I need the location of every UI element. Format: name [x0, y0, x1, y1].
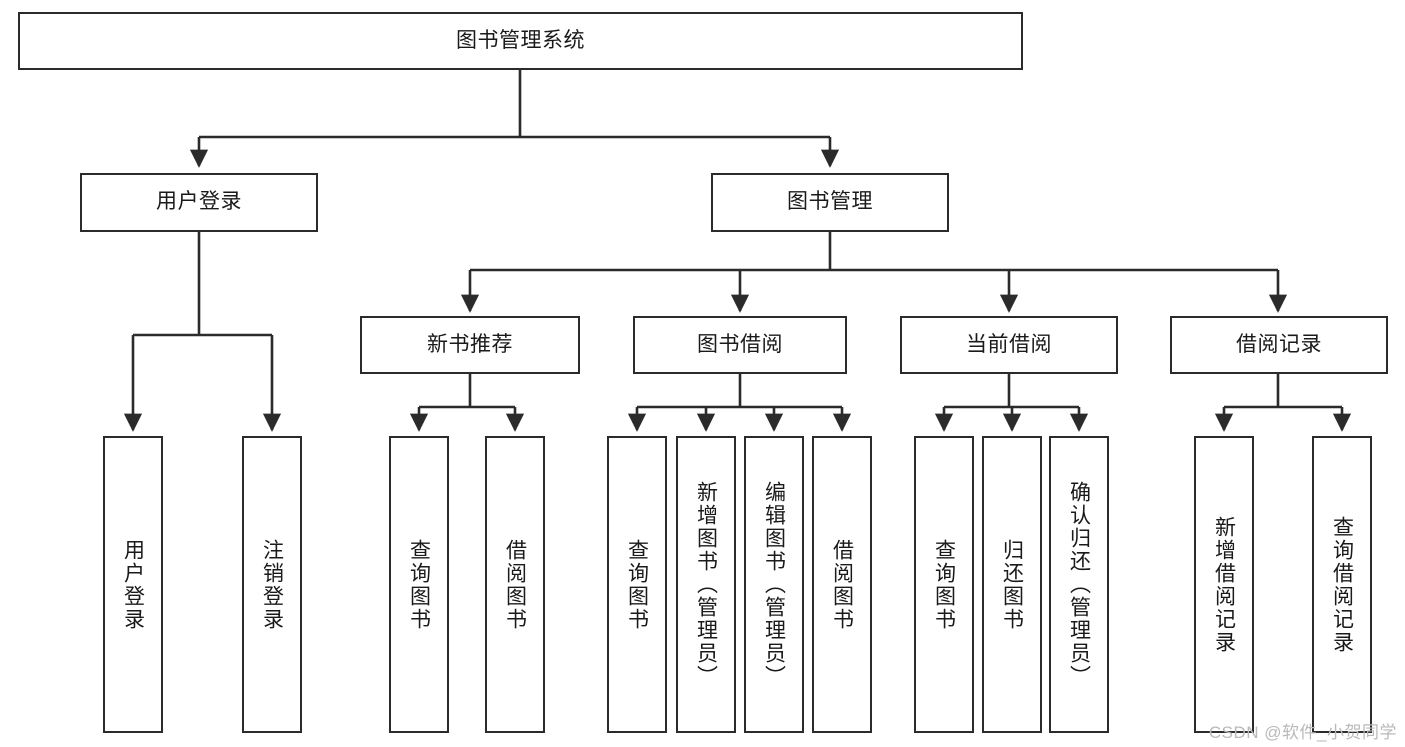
node-leaf-edit-book[interactable]: 编辑图书（管理员）: [744, 436, 804, 733]
node-borrow-record[interactable]: 借阅记录: [1170, 316, 1388, 374]
node-root-label: 图书管理系统: [456, 28, 585, 52]
node-root[interactable]: 图书管理系统: [18, 12, 1023, 70]
node-borrow-record-label: 借阅记录: [1236, 332, 1322, 356]
node-leaf-edit-book-label: 编辑图书（管理员）: [762, 481, 786, 688]
node-leaf-add-record-label: 新增借阅记录: [1212, 515, 1236, 654]
node-leaf-query-book-1[interactable]: 查询图书: [389, 436, 449, 733]
node-user-login[interactable]: 用户登录: [80, 173, 318, 232]
node-book-manage[interactable]: 图书管理: [711, 173, 949, 232]
csdn-watermark: CSDN @软件_小贺同学: [1208, 723, 1397, 742]
node-leaf-borrow-book-2[interactable]: 借阅图书: [812, 436, 872, 733]
node-leaf-logout-login[interactable]: 注销登录: [242, 436, 302, 733]
node-leaf-query-book-2[interactable]: 查询图书: [607, 436, 667, 733]
node-leaf-query-book-1-label: 查询图书: [407, 538, 431, 631]
node-leaf-add-book-label: 新增图书（管理员）: [694, 481, 718, 688]
node-leaf-borrow-book-1-label: 借阅图书: [503, 538, 527, 631]
node-leaf-borrow-book-2-label: 借阅图书: [830, 538, 854, 631]
node-leaf-logout-login-label: 注销登录: [260, 538, 284, 631]
node-book-manage-label: 图书管理: [787, 190, 873, 214]
node-leaf-user-login[interactable]: 用户登录: [103, 436, 163, 733]
node-current-borrow-label: 当前借阅: [966, 332, 1052, 356]
node-leaf-confirm-return[interactable]: 确认归还（管理员）: [1049, 436, 1109, 733]
node-user-login-label: 用户登录: [156, 190, 242, 214]
node-leaf-query-record[interactable]: 查询借阅记录: [1312, 436, 1372, 733]
node-new-book-recommend-label: 新书推荐: [427, 332, 513, 356]
node-leaf-query-book-3[interactable]: 查询图书: [914, 436, 974, 733]
node-leaf-query-book-2-label: 查询图书: [625, 538, 649, 631]
node-leaf-add-book[interactable]: 新增图书（管理员）: [676, 436, 736, 733]
node-leaf-return-book[interactable]: 归还图书: [982, 436, 1042, 733]
node-leaf-return-book-label: 归还图书: [1000, 538, 1024, 631]
node-leaf-confirm-return-label: 确认归还（管理员）: [1067, 481, 1091, 688]
node-book-borrow-label: 图书借阅: [697, 332, 783, 356]
node-leaf-user-login-label: 用户登录: [121, 538, 145, 631]
node-leaf-add-record[interactable]: 新增借阅记录: [1194, 436, 1254, 733]
node-new-book-recommend[interactable]: 新书推荐: [360, 316, 580, 374]
node-leaf-query-book-3-label: 查询图书: [932, 538, 956, 631]
node-current-borrow[interactable]: 当前借阅: [900, 316, 1118, 374]
node-book-borrow[interactable]: 图书借阅: [633, 316, 847, 374]
node-leaf-query-record-label: 查询借阅记录: [1330, 515, 1354, 654]
node-leaf-borrow-book-1[interactable]: 借阅图书: [485, 436, 545, 733]
